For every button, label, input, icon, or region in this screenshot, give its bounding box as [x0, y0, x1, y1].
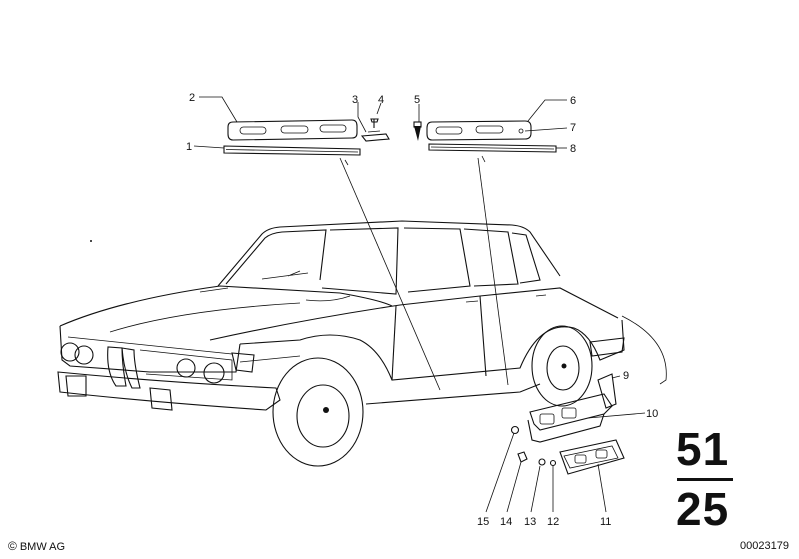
group-number: 51 — [676, 423, 730, 475]
callout-7: 7 — [570, 122, 576, 134]
left-bracket-plate — [227, 119, 358, 141]
car-body-illustration — [57, 220, 667, 467]
screw-part — [370, 118, 379, 128]
clip-part — [360, 130, 390, 142]
left-trim-strip — [223, 145, 361, 156]
license-plate-holder — [559, 439, 625, 475]
document-number: 00023179 — [740, 540, 789, 552]
callout-10: 10 — [646, 408, 658, 420]
callout-5: 5 — [414, 94, 420, 106]
callout-13: 13 — [524, 516, 536, 528]
copyright-notice: ©BMW AG — [8, 539, 65, 553]
right-bracket-plate — [426, 120, 532, 141]
leader-lines — [193, 96, 646, 513]
subgroup-number-clip: 25 — [676, 486, 746, 532]
fastener-part — [413, 121, 422, 141]
callout-4: 4 — [378, 94, 384, 106]
small-fasteners — [510, 425, 557, 467]
callout-11: 11 — [600, 516, 611, 528]
subgroup-number: 25 — [676, 483, 730, 535]
callout-3: 3 — [352, 94, 358, 106]
callout-14: 14 — [500, 516, 512, 528]
license-plate-bracket — [527, 373, 617, 443]
right-trim-strip — [428, 143, 557, 153]
callout-12: 12 — [547, 516, 559, 528]
callout-2: 2 — [189, 92, 195, 104]
callout-8: 8 — [570, 143, 576, 155]
callout-9: 9 — [623, 370, 629, 382]
copyright-symbol: © — [8, 539, 17, 553]
copyright-text: BMW AG — [19, 541, 66, 553]
callout-15: 15 — [477, 516, 489, 528]
callout-6: 6 — [570, 95, 576, 107]
callout-1: 1 — [186, 141, 192, 153]
callout-labels: 1 2 3 4 5 6 7 8 9 10 11 12 13 14 15 — [186, 92, 658, 528]
group-divider — [677, 478, 733, 481]
